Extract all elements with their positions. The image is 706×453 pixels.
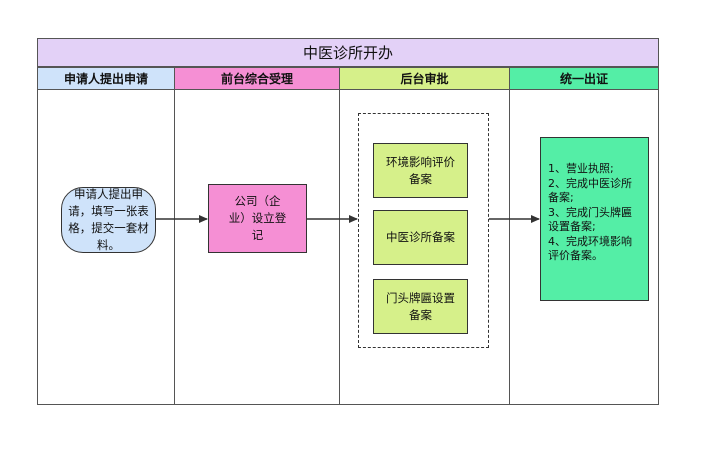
flowchart-title: 中医诊所开办 — [37, 38, 659, 67]
lane-header-front-desk: 前台综合受理 — [174, 67, 340, 90]
clinic-filing-box: 中医诊所备案 — [373, 210, 468, 265]
lane-header-label: 前台综合受理 — [220, 72, 293, 86]
env-assessment-box: 环境影响评价备案 — [373, 143, 468, 198]
clinic-filing-label: 中医诊所备案 — [386, 230, 455, 244]
start-node-label: 申请人提出申请，填写一张表格，提交一套材料。 — [68, 187, 149, 252]
start-node: 申请人提出申请，填写一张表格，提交一套材料。 — [61, 187, 156, 253]
lane-header-approval: 后台审批 — [339, 67, 510, 90]
company-registration-label: 公司（企业）设立登记 — [228, 194, 287, 242]
result-line: 3、完成门头牌匾设置备案; — [548, 205, 632, 234]
lane-header-label: 后台审批 — [400, 72, 449, 86]
lane-divider — [339, 67, 340, 405]
lane-header-label: 统一出证 — [559, 72, 608, 86]
result-line: 1、营业执照; — [548, 162, 614, 175]
lane-header-label: 申请人提出申请 — [63, 72, 148, 86]
approval-group — [358, 113, 489, 348]
company-registration-box: 公司（企业）设立登记 — [208, 184, 307, 253]
lane-header-applicant: 申请人提出申请 — [37, 67, 175, 90]
lane-divider — [174, 67, 175, 405]
signboard-filing-label: 门头牌匾设置备案 — [386, 290, 455, 322]
result-line: 2、完成中医诊所备案; — [548, 176, 632, 205]
signboard-filing-box: 门头牌匾设置备案 — [373, 279, 468, 334]
lane-header-certificate: 统一出证 — [509, 67, 659, 90]
flowchart-title-text: 中医诊所开办 — [302, 44, 393, 62]
result-line: 4、完成环境影响评价备案。 — [548, 234, 632, 263]
env-assessment-label: 环境影响评价备案 — [386, 154, 455, 186]
lane-divider — [509, 67, 510, 405]
certificate-result-box: 1、营业执照; 2、完成中医诊所备案; 3、完成门头牌匾设置备案; 4、完成环境… — [540, 137, 649, 301]
